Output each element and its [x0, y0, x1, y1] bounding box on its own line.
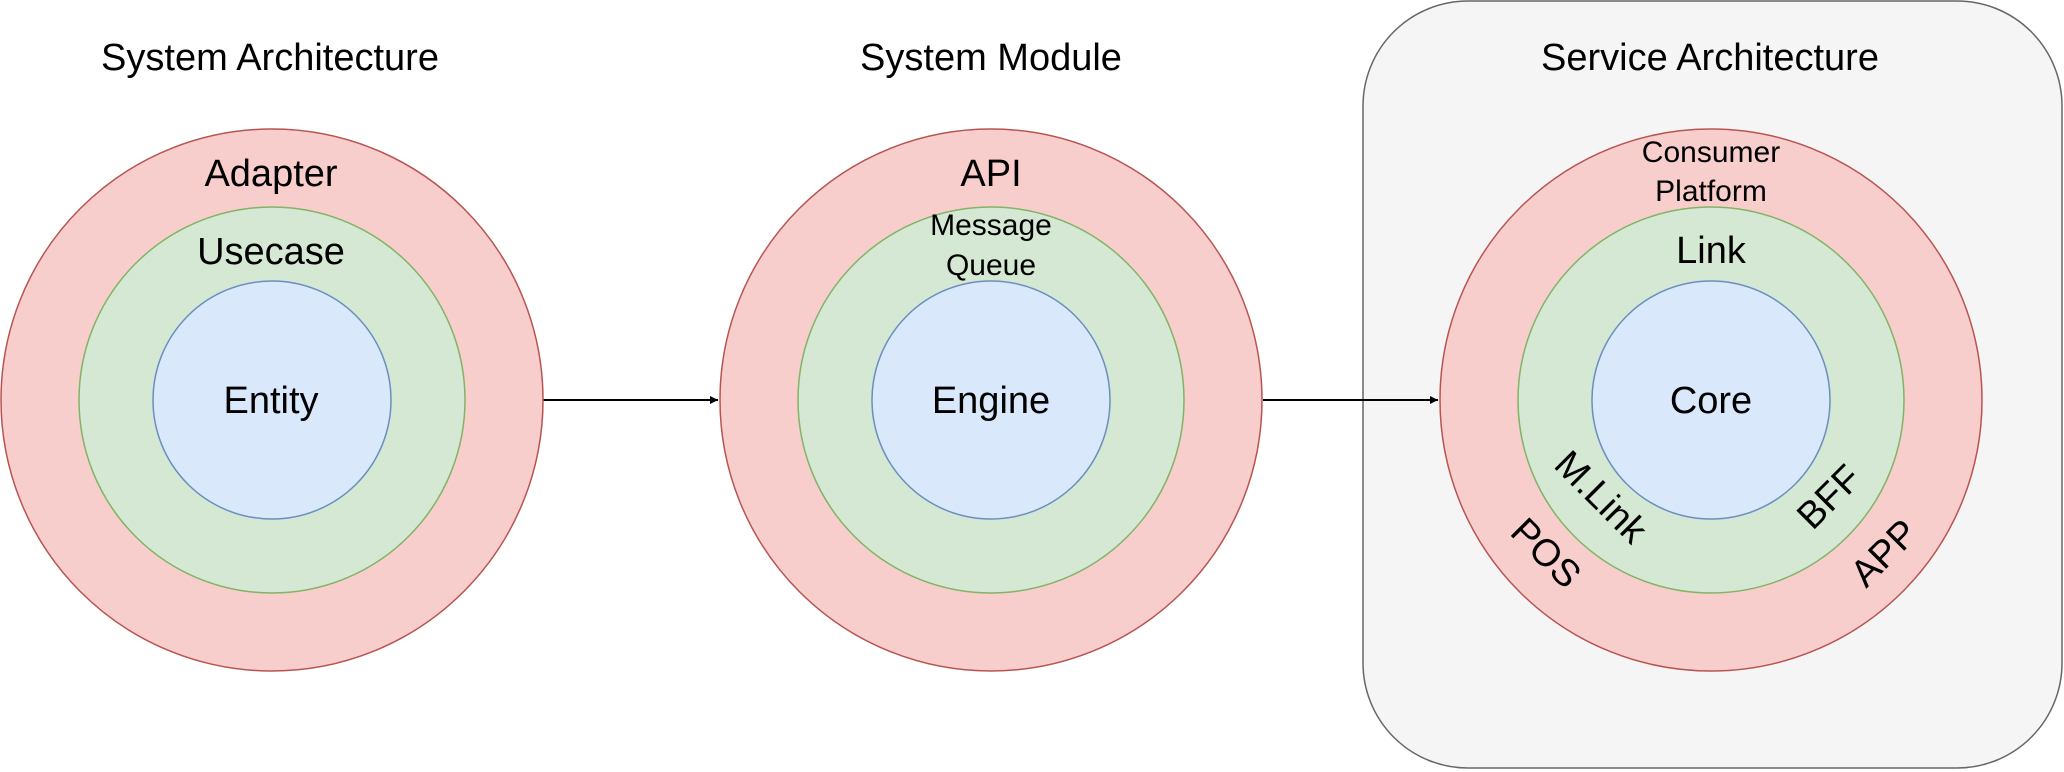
link-label: Link [1676, 230, 1747, 272]
core-circle[interactable] [1591, 280, 1831, 520]
entity-label: Entity [223, 380, 318, 422]
consumer-platform-label-line1: Consumer [1642, 136, 1780, 169]
engine-label: Engine [932, 380, 1050, 422]
service-architecture: Service Architecture Consumer Platform L… [1439, 37, 1983, 672]
consumer-platform-label-line2: Platform [1655, 175, 1767, 208]
usecase-label: Usecase [197, 231, 345, 273]
adapter-label: Adapter [204, 153, 337, 195]
system-module: System Module API Message Queue Engine [719, 37, 1263, 672]
system-architecture-title: System Architecture [101, 37, 439, 79]
message-queue-label-line2: Queue [946, 249, 1036, 282]
system-module-title: System Module [860, 37, 1122, 79]
system-architecture: System Architecture Adapter Usecase Enti… [0, 37, 544, 672]
api-label: API [960, 153, 1021, 195]
engine-core[interactable] [871, 280, 1111, 520]
message-queue-label-line1: Message [930, 209, 1052, 242]
service-architecture-title: Service Architecture [1541, 37, 1879, 79]
core-label: Core [1670, 380, 1752, 422]
entity-core[interactable] [152, 280, 392, 520]
